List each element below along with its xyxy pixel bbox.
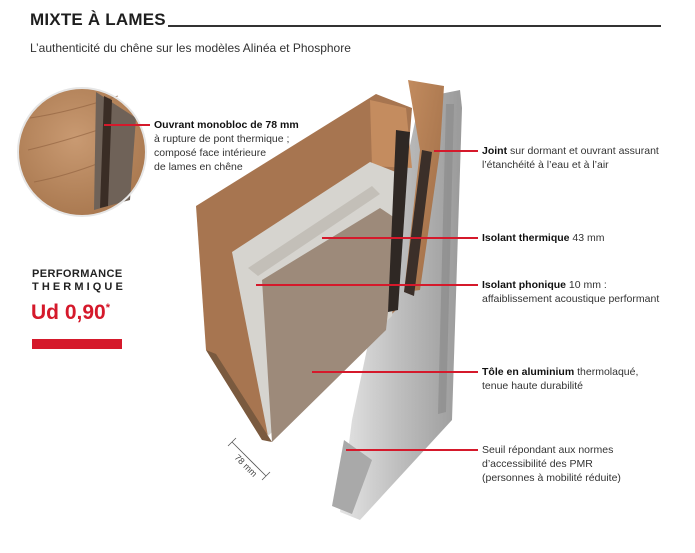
callout-ouvrant: Ouvrant monobloc de 78 mm à rupture de p… [154, 119, 299, 173]
callout-leaders [104, 124, 478, 451]
page-title: MIXTE À LAMES [30, 10, 166, 29]
performance-accent-bar [32, 339, 122, 349]
door-leaf [196, 94, 412, 442]
callout-isolant-phonique: Isolant phonique 10 mm : affaiblissement… [482, 279, 660, 305]
callout-tole: Tôle en aluminium thermolaqué, tenue hau… [482, 366, 639, 392]
callout-seuil: Seuil répondant aux normes d’accessibili… [482, 444, 621, 484]
dimension-mark: 78 mm [227, 437, 271, 481]
ud-value: Ud 0,90* [31, 301, 110, 324]
thermal-label: THERMIQUE [32, 281, 126, 293]
title-rule [168, 25, 661, 27]
oak-detail-zoom [17, 87, 147, 217]
performance-label: PERFORMANCE [32, 268, 123, 280]
page-subtitle: L’authenticité du chêne sur les modèles … [30, 41, 351, 55]
callout-joint: Joint sur dormant et ouvrant assurant l’… [482, 145, 659, 171]
callout-isolant-thermique: Isolant thermique 43 mm [482, 232, 605, 244]
